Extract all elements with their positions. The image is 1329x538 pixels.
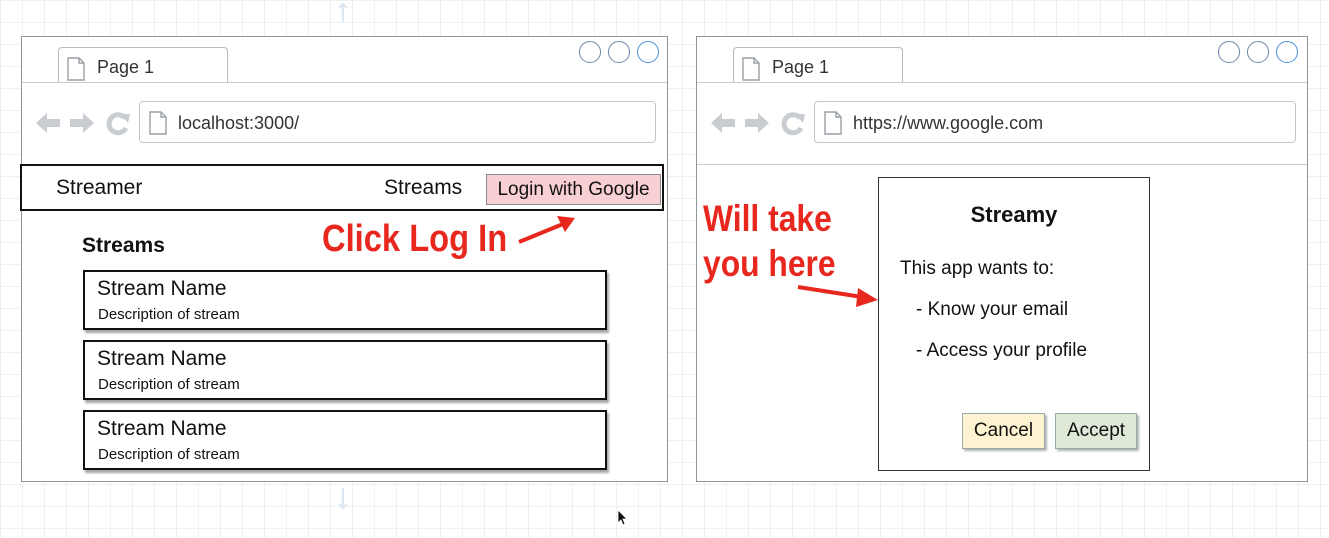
right-browser-tab[interactable]: Page 1 (733, 47, 903, 83)
reload-icon[interactable] (779, 110, 807, 141)
annotation-click-login: Click Log In (322, 218, 508, 260)
stream-list-item[interactable]: Stream Name Description of stream (83, 340, 607, 400)
nav-link-streams[interactable]: Streams (384, 176, 463, 199)
canvas-marker-top (338, 2, 348, 24)
annotation-arrow-icon (796, 280, 880, 313)
page-icon (823, 111, 843, 140)
mouse-cursor-icon (617, 509, 629, 532)
left-browser-tab[interactable]: Page 1 (58, 47, 228, 83)
canvas-marker-bottom (338, 486, 348, 510)
cancel-button[interactable]: Cancel (962, 413, 1045, 449)
tab-divider (22, 82, 667, 83)
window-control-circle-icon[interactable] (579, 41, 601, 63)
stream-name: Stream Name (97, 347, 227, 370)
left-browser-window: Page 1 localhost:3000/ Streamer Streams … (20, 36, 668, 482)
stream-list-heading: Streams (82, 234, 165, 257)
permission-item: - Access your profile (916, 340, 1088, 361)
annotation-arrow-icon (515, 210, 581, 253)
window-control-circle-icon[interactable] (1218, 41, 1240, 63)
tab-title: Page 1 (772, 57, 830, 77)
oauth-consent-dialog: Streamy This app wants to: - Know your e… (878, 177, 1150, 471)
page-icon (66, 57, 86, 86)
address-bar[interactable]: localhost:3000/ (139, 101, 656, 143)
back-arrow-icon[interactable] (34, 110, 62, 141)
window-control-circle-icon[interactable] (637, 41, 659, 63)
url-text: localhost:3000/ (178, 113, 300, 133)
dialog-title: Streamy (970, 202, 1058, 227)
annotation-will-take-line1: Will take (703, 198, 832, 239)
tab-divider (697, 82, 1307, 83)
window-control-circle-icon[interactable] (1276, 41, 1298, 63)
stream-description: Description of stream (98, 376, 240, 393)
page-icon (741, 57, 761, 86)
stream-name: Stream Name (97, 417, 227, 440)
back-arrow-icon[interactable] (709, 110, 737, 141)
annotation-will-take-line2: you here (703, 243, 836, 284)
window-control-circle-icon[interactable] (608, 41, 630, 63)
app-header: Streamer Streams Login with Google (20, 164, 664, 211)
window-control-circle-icon[interactable] (1247, 41, 1269, 63)
stream-name: Stream Name (97, 277, 227, 300)
address-bar[interactable]: https://www.google.com (814, 101, 1296, 143)
tab-title: Page 1 (97, 57, 155, 77)
page-icon (148, 111, 168, 140)
right-browser-window: Page 1 https://www.google.com Streamy Th… (696, 36, 1308, 482)
stream-description: Description of stream (98, 306, 240, 323)
stream-list-item[interactable]: Stream Name Description of stream (83, 270, 607, 330)
accept-button[interactable]: Accept (1055, 413, 1137, 449)
stream-list-item[interactable]: Stream Name Description of stream (83, 410, 607, 470)
forward-arrow-icon[interactable] (743, 110, 771, 141)
forward-arrow-icon[interactable] (68, 110, 96, 141)
permission-item: - Know your email (916, 299, 1069, 320)
login-with-google-button[interactable]: Login with Google (486, 174, 661, 205)
toolbar-divider (697, 164, 1307, 165)
dialog-intro: This app wants to: (900, 258, 1055, 279)
stream-description: Description of stream (98, 446, 240, 463)
reload-icon[interactable] (104, 110, 132, 141)
url-text: https://www.google.com (853, 113, 1044, 133)
brand-logo-text[interactable]: Streamer (56, 176, 143, 199)
